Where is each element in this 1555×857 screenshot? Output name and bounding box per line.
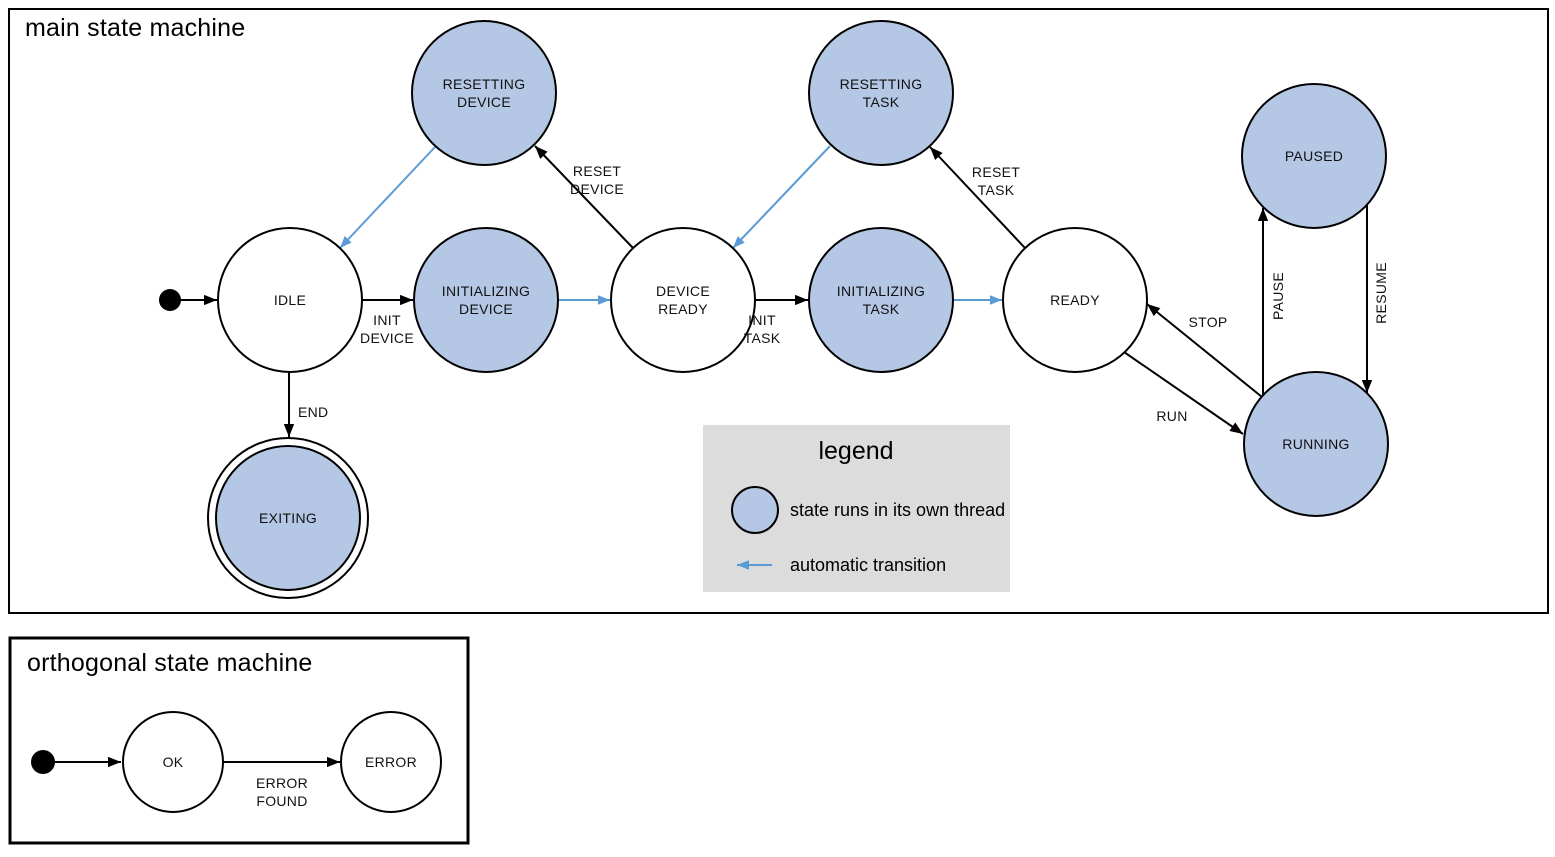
transition-error-found-label-line2: FOUND xyxy=(256,793,307,809)
state-resetting-device-label-line1: RESETTING xyxy=(443,76,526,92)
state-initializing-task-circle xyxy=(808,227,954,373)
main-panel-title: main state machine xyxy=(25,14,245,42)
transition-reset-device-arrow xyxy=(534,145,634,249)
state-ok: OK xyxy=(122,711,224,813)
legend-title: legend xyxy=(818,437,893,465)
state-running-label: RUNNING xyxy=(1282,436,1349,452)
state-device-ready: DEVICE READY xyxy=(610,227,756,373)
auto-transition-resetting-device-to-idle xyxy=(339,146,436,249)
legend: legend state runs in its own thread auto… xyxy=(703,425,1010,592)
transition-end-label: END xyxy=(298,404,328,420)
state-paused-label: PAUSED xyxy=(1285,148,1343,164)
transition-init-device-label-line2: DEVICE xyxy=(360,330,414,346)
state-resetting-task-label-line1: RESETTING xyxy=(840,76,923,92)
legend-thread-state-icon xyxy=(731,486,779,534)
state-idle-circle xyxy=(217,227,363,373)
state-idle: IDLE xyxy=(217,227,363,373)
state-idle-label: IDLE xyxy=(274,292,306,308)
state-resetting-device: RESETTING DEVICE xyxy=(411,20,557,166)
transition-run-label: RUN xyxy=(1156,408,1187,424)
state-resetting-device-circle xyxy=(411,20,557,166)
state-initializing-task-label-line2: TASK xyxy=(863,301,900,317)
transition-reset-task-label-line2: TASK xyxy=(978,182,1015,198)
state-ready-circle xyxy=(1002,227,1148,373)
state-running-circle xyxy=(1243,371,1389,517)
transition-init-task-label-line2: TASK xyxy=(744,330,781,346)
state-initializing-device-label-line1: INITIALIZING xyxy=(442,283,530,299)
transition-stop-arrow xyxy=(1146,303,1263,398)
state-ready-label: READY xyxy=(1050,292,1100,308)
transition-stop-label: STOP xyxy=(1188,314,1227,330)
state-exiting-inner-circle xyxy=(215,445,361,591)
state-initializing-task-label-line1: INITIALIZING xyxy=(837,283,925,299)
state-resetting-task-circle xyxy=(808,20,954,166)
state-initializing-device: INITIALIZING DEVICE xyxy=(413,227,559,373)
transition-reset-device-label-line1: RESET xyxy=(573,163,621,179)
state-device-ready-label-line2: READY xyxy=(658,301,708,317)
auto-transition-resetting-task-to-device-ready xyxy=(732,145,831,249)
state-running: RUNNING xyxy=(1243,371,1389,517)
legend-auto-transition-label: automatic transition xyxy=(790,555,946,575)
initial-state-dot xyxy=(159,289,181,311)
transition-reset-device-label-line2: DEVICE xyxy=(570,181,624,197)
state-exiting-label: EXITING xyxy=(259,510,317,526)
legend-thread-state-label: state runs in its own thread xyxy=(790,500,1005,520)
transition-init-device-label-line1: INIT xyxy=(373,312,401,328)
state-error: ERROR xyxy=(340,711,442,813)
transition-error-found-label-line1: ERROR xyxy=(256,775,308,791)
transition-run-arrow xyxy=(1123,351,1244,435)
state-initializing-task: INITIALIZING TASK xyxy=(808,227,954,373)
transition-init-task-label-line1: INIT xyxy=(748,312,776,328)
state-ok-label: OK xyxy=(163,754,184,770)
state-device-ready-label-line1: DEVICE xyxy=(656,283,710,299)
final-state-exiting: EXITING xyxy=(207,437,369,599)
state-ok-circle xyxy=(122,711,224,813)
state-paused-circle xyxy=(1241,83,1387,229)
orthogonal-initial-state-dot xyxy=(31,750,55,774)
transition-reset-task-label-line1: RESET xyxy=(972,164,1020,180)
state-error-circle xyxy=(340,711,442,813)
orthogonal-panel: orthogonal state machine OK ERROR ERROR … xyxy=(8,636,470,845)
state-resetting-task: RESETTING TASK xyxy=(808,20,954,166)
state-resetting-device-label-line2: DEVICE xyxy=(457,94,511,110)
state-resetting-task-label-line2: TASK xyxy=(863,94,900,110)
main-panel: main state machine IDLE RESETTING DEVICE xyxy=(8,8,1549,614)
state-paused: PAUSED xyxy=(1241,83,1387,229)
state-error-label: ERROR xyxy=(365,754,417,770)
orthogonal-panel-border xyxy=(8,636,470,845)
transition-resume-label: RESUME xyxy=(1373,262,1389,324)
state-ready: READY xyxy=(1002,227,1148,373)
state-initializing-device-circle xyxy=(413,227,559,373)
main-panel-border xyxy=(8,8,1549,614)
state-device-ready-circle xyxy=(610,227,756,373)
state-initializing-device-label-line2: DEVICE xyxy=(459,301,513,317)
orthogonal-panel-title: orthogonal state machine xyxy=(27,649,313,677)
transition-pause-label: PAUSE xyxy=(1270,272,1286,320)
transition-reset-task-arrow xyxy=(929,146,1026,249)
